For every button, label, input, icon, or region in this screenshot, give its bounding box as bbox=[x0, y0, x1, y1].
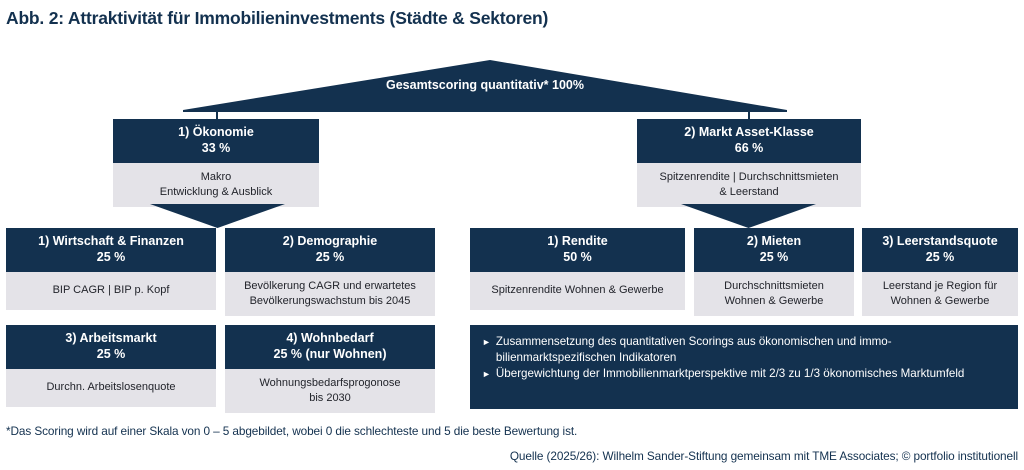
pillar-markt-percent: 66 % bbox=[734, 140, 764, 155]
criteria-rendite-title: 1) Rendite bbox=[547, 234, 608, 248]
pillar-card-markt-asset-klasse: 2) Markt Asset-Klasse 66 % Spitzenrendit… bbox=[637, 119, 861, 207]
criteria-mieten-header: 2) Mieten 25 % bbox=[694, 228, 854, 272]
criteria-mieten-body: Durchschnittsmieten Wohnen & Gewerbe bbox=[694, 272, 854, 316]
criteria-rendite-body: Spitzenrendite Wohnen & Gewerbe bbox=[470, 272, 685, 310]
page-title: Abb. 2: Attraktivität für Immobilieninve… bbox=[6, 8, 549, 28]
total-score-text: Gesamtscoring quantitativ* 100% bbox=[183, 78, 787, 93]
total-score-percent: 100% bbox=[552, 78, 584, 92]
criteria-card-rendite: 1) Rendite 50 % Spitzenrendite Wohnen & … bbox=[470, 228, 685, 310]
criteria-wirtschaft-percent: 25 % bbox=[96, 249, 126, 264]
criteria-arbeitsmarkt-body: Durchn. Arbeitslosenquote bbox=[6, 369, 216, 407]
criteria-wohnbedarf-title: 4) Wohnbedarf bbox=[286, 331, 374, 345]
chevron-down-market bbox=[681, 204, 816, 233]
footnote-text: *Das Scoring wird auf einer Skala von 0 … bbox=[6, 424, 578, 438]
criteria-card-demographie: 2) Demographie 25 % Bevölkerung CAGR und… bbox=[225, 228, 435, 316]
criteria-demographie-title: 2) Demographie bbox=[282, 234, 378, 248]
criteria-wirtschaft-header: 1) Wirtschaft & Finanzen 25 % bbox=[6, 228, 216, 272]
total-score-title: Gesamtscoring quantitativ* bbox=[385, 78, 549, 92]
criteria-wirtschaft-body: BIP CAGR | BIP p. Kopf bbox=[6, 272, 216, 310]
criteria-wirtschaft-title: 1) Wirtschaft & Finanzen bbox=[38, 234, 184, 248]
pillar-oekonomie-title: 1) Ökonomie bbox=[178, 125, 254, 139]
bullet-triangle-icon: ► bbox=[482, 337, 491, 347]
banner-triangle-shape bbox=[183, 60, 787, 112]
criteria-card-leerstandsquote: 3) Leerstandsquote 25 % Leerstand je Reg… bbox=[862, 228, 1018, 316]
criteria-card-mieten: 2) Mieten 25 % Durchschnittsmieten Wohne… bbox=[694, 228, 854, 316]
criteria-demographie-percent: 25 % bbox=[315, 249, 345, 264]
criteria-arbeitsmarkt-percent: 25 % bbox=[96, 346, 126, 361]
chevron-down-icon bbox=[150, 204, 285, 228]
criteria-wohnbedarf-percent: 25 % (nur Wohnen) bbox=[273, 346, 387, 361]
connector-banner-to-market bbox=[748, 112, 750, 120]
criteria-card-wohnbedarf: 4) Wohnbedarf 25 % (nur Wohnen) Wohnungs… bbox=[225, 325, 435, 413]
chevron-down-icon bbox=[681, 204, 816, 228]
bullet-triangle-icon: ► bbox=[482, 369, 491, 379]
criteria-arbeitsmarkt-header: 3) Arbeitsmarkt 25 % bbox=[6, 325, 216, 369]
criteria-demographie-body: Bevölkerung CAGR und erwartetes Bevölker… bbox=[225, 272, 435, 316]
note-item: ► Übergewichtung der Immobilienmarktpers… bbox=[482, 366, 1004, 382]
criteria-card-arbeitsmarkt: 3) Arbeitsmarkt 25 % Durchn. Arbeitslose… bbox=[6, 325, 216, 407]
criteria-arbeitsmarkt-title: 3) Arbeitsmarkt bbox=[65, 331, 157, 345]
criteria-leerstand-header: 3) Leerstandsquote 25 % bbox=[862, 228, 1018, 272]
criteria-wohnbedarf-header: 4) Wohnbedarf 25 % (nur Wohnen) bbox=[225, 325, 435, 369]
criteria-card-wirtschaft-finanzen: 1) Wirtschaft & Finanzen 25 % BIP CAGR |… bbox=[6, 228, 216, 310]
total-score-banner: Gesamtscoring quantitativ* 100% bbox=[183, 60, 787, 112]
criteria-rendite-header: 1) Rendite 50 % bbox=[470, 228, 685, 272]
notes-panel: ► Zusammensetzung des quantitativen Scor… bbox=[470, 325, 1018, 409]
criteria-demographie-header: 2) Demographie 25 % bbox=[225, 228, 435, 272]
note-text: Zusammensetzung des quantitativen Scorin… bbox=[495, 335, 892, 364]
criteria-wohnbedarf-body: Wohnungsbedarfsprogonose bis 2030 bbox=[225, 369, 435, 413]
pillar-oekonomie-body: Makro Entwicklung & Ausblick bbox=[113, 163, 319, 207]
source-text: Quelle (2025/26): Wilhelm Sander-Stiftun… bbox=[509, 449, 1018, 463]
criteria-mieten-percent: 25 % bbox=[759, 249, 789, 264]
note-item: ► Zusammensetzung des quantitativen Scor… bbox=[482, 334, 1004, 365]
pillar-markt-header: 2) Markt Asset-Klasse 66 % bbox=[637, 119, 861, 163]
pillar-oekonomie-header: 1) Ökonomie 33 % bbox=[113, 119, 319, 163]
criteria-leerstand-title: 3) Leerstandsquote bbox=[882, 234, 998, 248]
criteria-leerstand-body: Leerstand je Region für Wohnen & Gewerbe bbox=[862, 272, 1018, 316]
chevron-down-economy bbox=[150, 204, 285, 233]
pillar-oekonomie-percent: 33 % bbox=[201, 140, 231, 155]
pillar-markt-title: 2) Markt Asset-Klasse bbox=[684, 125, 814, 139]
connector-banner-to-economy bbox=[216, 112, 218, 120]
note-text: Übergewichtung der Immobilienmarktperspe… bbox=[495, 367, 965, 380]
criteria-rendite-percent: 50 % bbox=[563, 249, 592, 264]
criteria-mieten-title: 2) Mieten bbox=[746, 234, 802, 248]
criteria-leerstand-percent: 25 % bbox=[925, 249, 955, 264]
pillar-markt-body: Spitzenrendite | Durchschnittsmieten & L… bbox=[637, 163, 861, 207]
pillar-card-oekonomie: 1) Ökonomie 33 % Makro Entwicklung & Aus… bbox=[113, 119, 319, 207]
